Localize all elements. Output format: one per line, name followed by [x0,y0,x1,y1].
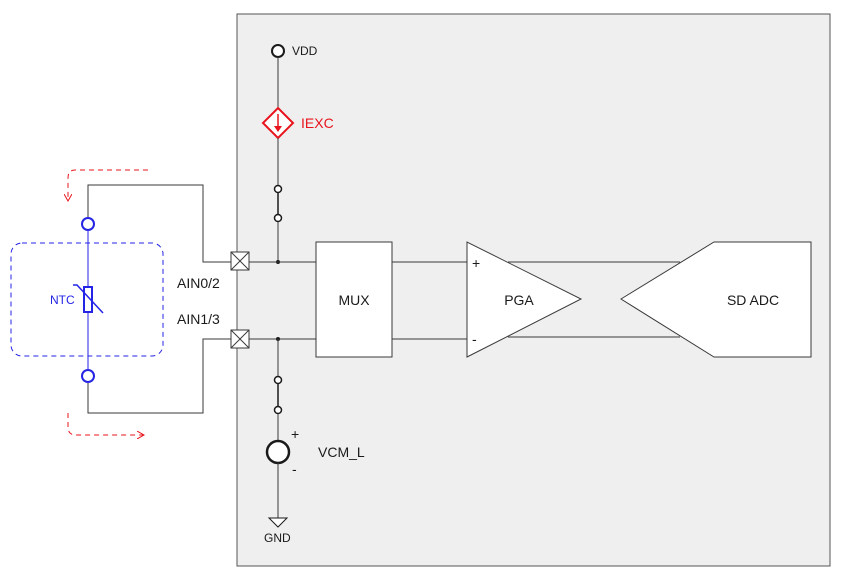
mux-block [315,241,393,358]
ntc-terminal-bottom [81,369,95,383]
iexc-current-source [261,106,295,140]
mux-label: MUX [338,292,370,308]
current-arrow-top [68,169,148,200]
vcm-source [265,439,291,465]
current-arrow-bottom [67,413,143,435]
vdd-label: VDD [292,44,318,58]
ain-pin-bottom [230,329,250,349]
ntc-label: NTC [50,293,75,307]
vcm-label: VCM_L [318,444,365,460]
vcm-minus-sign: - [292,461,297,477]
ntc-dashed-boundary [10,242,164,357]
ground-symbol [267,517,289,528]
ntc-terminal-top [81,217,95,231]
sd-adc-block [620,241,812,358]
vdd-terminal [271,44,285,58]
pga-label: PGA [504,292,534,308]
iexc-label: IEXC [301,115,334,131]
pga-minus-sign: - [472,331,477,347]
sd-adc-label: SD ADC [727,292,779,308]
vcm-switch [273,375,283,415]
pga-plus-sign: + [472,255,480,271]
ntc-thermistor-symbol [73,284,104,314]
ain-pin-top [230,251,250,271]
ain-bottom-label: AIN1/3 [177,311,220,327]
pga-block [466,241,583,358]
iexc-switch [273,184,283,223]
gnd-label: GND [264,531,291,545]
ain-top-label: AIN0/2 [177,275,220,291]
vcm-plus-sign: + [291,426,299,442]
